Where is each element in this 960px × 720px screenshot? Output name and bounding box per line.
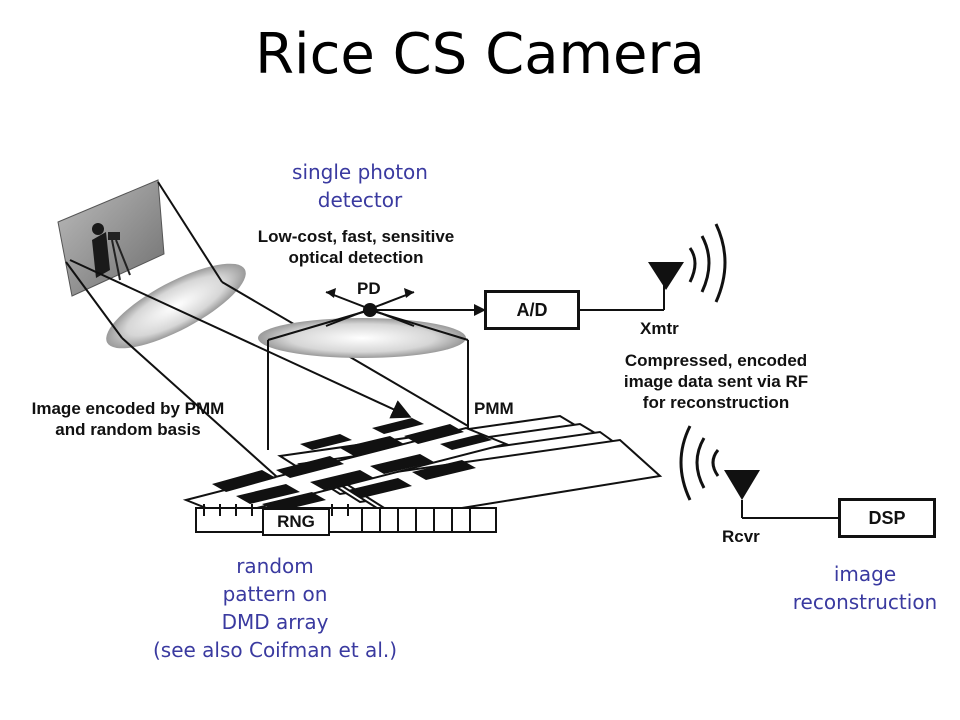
- transmit-waves-icon: [688, 223, 727, 303]
- label-low-cost-detection: Low-cost, fast, sensitive optical detect…: [257, 227, 455, 267]
- label-compressed-data: Compressed, encoded image data sent via …: [623, 351, 809, 412]
- receive-antenna-icon: [724, 470, 760, 500]
- transmit-antenna-icon: [648, 262, 684, 290]
- label-pmm: PMM: [474, 399, 514, 418]
- label-image-encoded: Image encoded by PMM and random basis: [31, 399, 225, 439]
- label-pd: PD: [357, 279, 381, 298]
- label-xmtr: Xmtr: [640, 319, 679, 338]
- label-rcvr: Rcvr: [722, 527, 760, 546]
- slide-title: Rice CS Camera: [255, 22, 705, 87]
- objective-lens: [106, 263, 246, 349]
- rng-box: RNG: [262, 508, 330, 536]
- pmm-mirror-stack: [182, 414, 663, 533]
- receive-waves-icon: [679, 425, 720, 501]
- annotation-random-pattern: random pattern on DMD array (see also Co…: [152, 554, 398, 662]
- annotation-image-reconstruction: image reconstruction: [792, 562, 938, 614]
- annotation-single-photon-detector: single photon detector: [292, 160, 428, 212]
- ad-converter-box: A/D: [484, 290, 580, 330]
- condenser-lens: [258, 318, 466, 358]
- dsp-box: DSP: [838, 498, 936, 538]
